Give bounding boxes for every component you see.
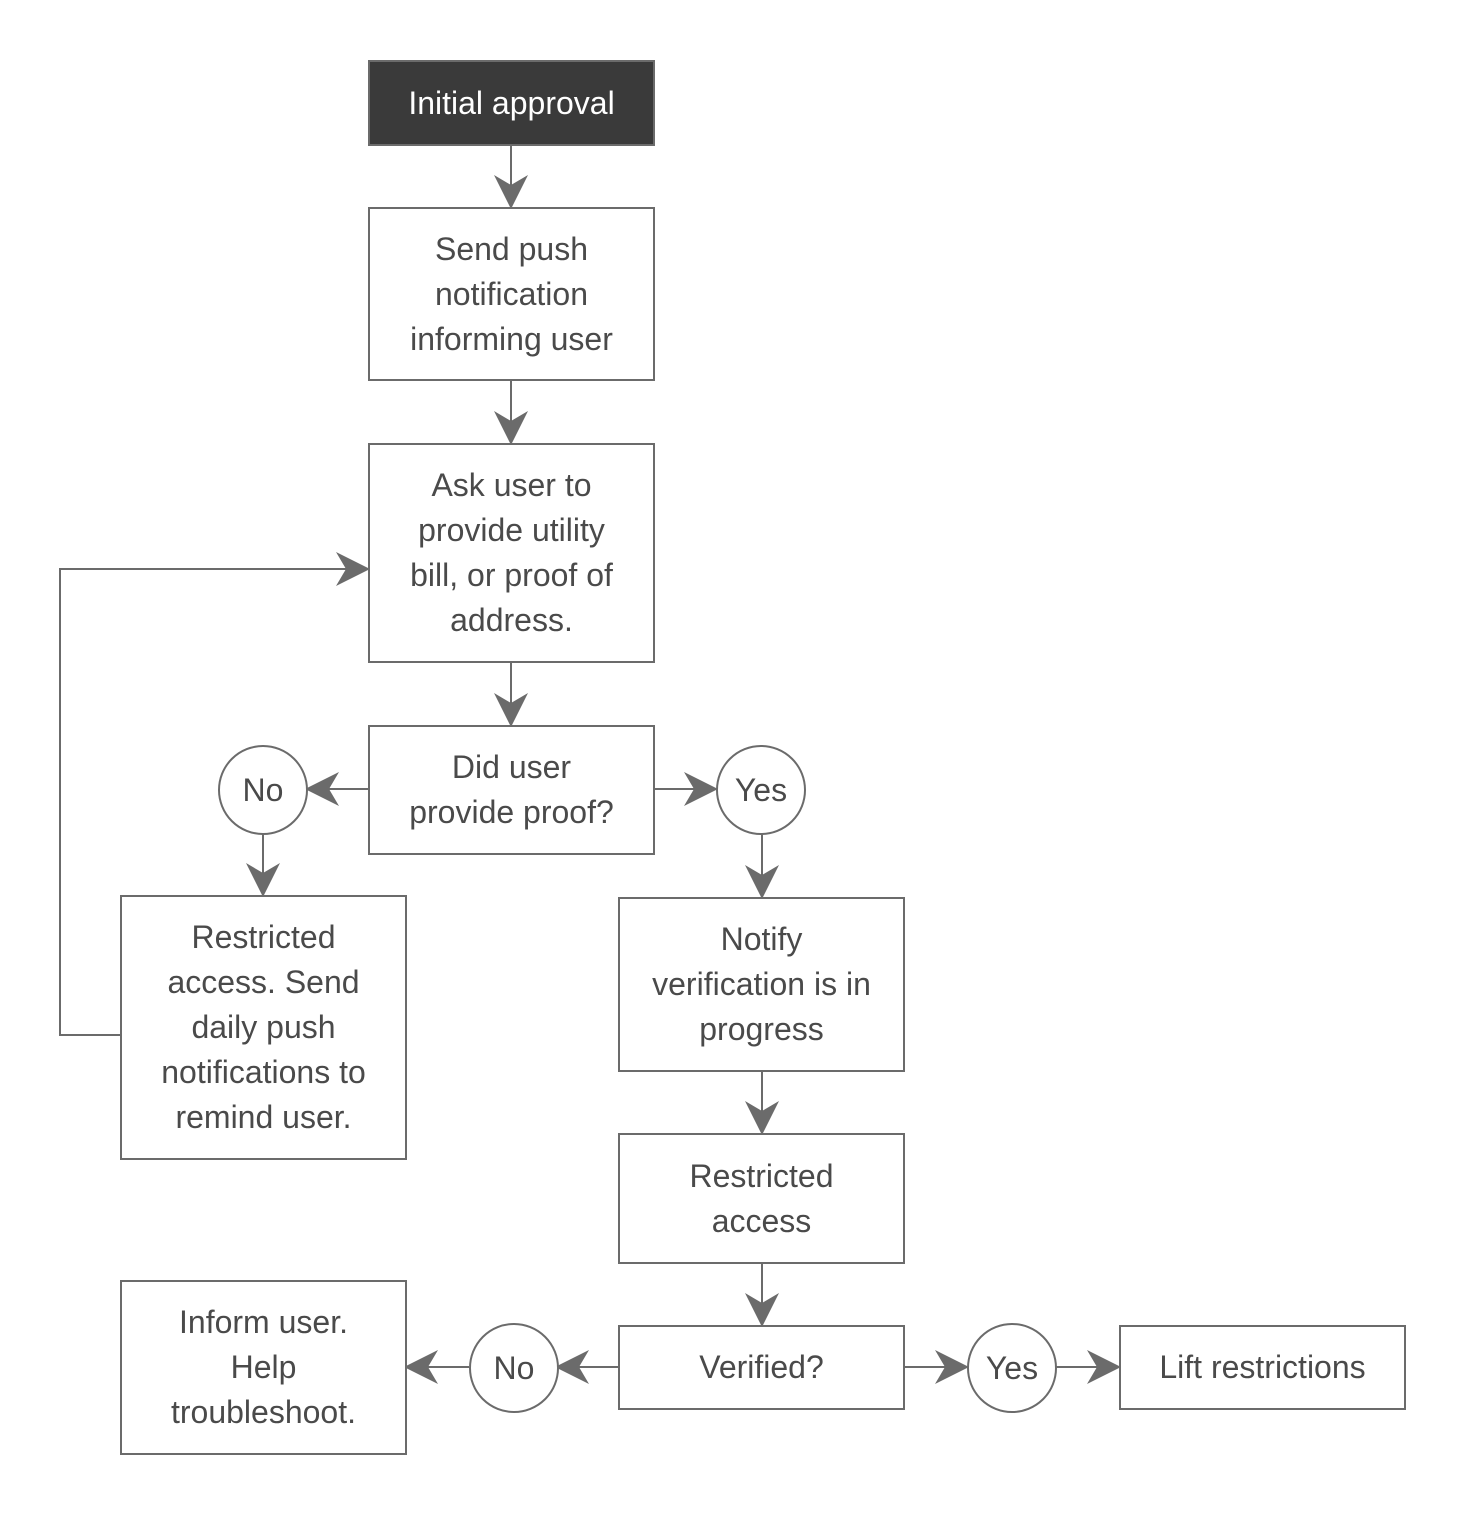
node-restricted-send-daily-label: Restricted access. Send daily push notif… (161, 919, 366, 1135)
node-send-push-notification: Send push notification informing user (368, 207, 655, 381)
node-restricted-access-label: Restricted access (689, 1157, 834, 1239)
node-notify-verification-label: Notify verification is in progress (652, 921, 871, 1047)
node-ask-proof-of-address: Ask user to provide utility bill, or pro… (368, 443, 655, 663)
branch-not-verified-label: No (493, 1349, 535, 1386)
node-lift-restrictions-label: Lift restrictions (1159, 1349, 1366, 1385)
node-ask-proof-of-address-label: Ask user to provide utility bill, or pro… (410, 467, 613, 638)
branch-not-verified: No (469, 1323, 559, 1413)
decision-did-user-provide-proof: Did user provide proof? (368, 725, 655, 855)
node-initial-approval-label: Initial approval (408, 84, 615, 121)
branch-verified: Yes (967, 1323, 1057, 1413)
branch-yes-proof: Yes (716, 745, 806, 835)
node-restricted-access: Restricted access (618, 1133, 905, 1264)
branch-no-proof-label: No (242, 771, 284, 808)
branch-yes-proof-label: Yes (734, 771, 788, 808)
node-lift-restrictions: Lift restrictions (1119, 1325, 1406, 1410)
node-send-push-notification-label: Send push notification informing user (410, 230, 613, 357)
decision-did-user-provide-proof-label: Did user provide proof? (409, 749, 614, 830)
branch-verified-label: Yes (985, 1349, 1039, 1386)
decision-verified-label: Verified? (699, 1349, 824, 1385)
decision-verified: Verified? (618, 1325, 905, 1410)
branch-no-proof: No (218, 745, 308, 835)
node-inform-user-label: Inform user. Help troubleshoot. (170, 1304, 356, 1430)
arrow-loop-back-to-ask (59, 552, 370, 1036)
node-inform-user: Inform user. Help troubleshoot. (120, 1280, 407, 1455)
node-restricted-send-daily: Restricted access. Send daily push notif… (120, 895, 407, 1160)
node-initial-approval: Initial approval (368, 60, 655, 146)
node-notify-verification: Notify verification is in progress (618, 897, 905, 1072)
